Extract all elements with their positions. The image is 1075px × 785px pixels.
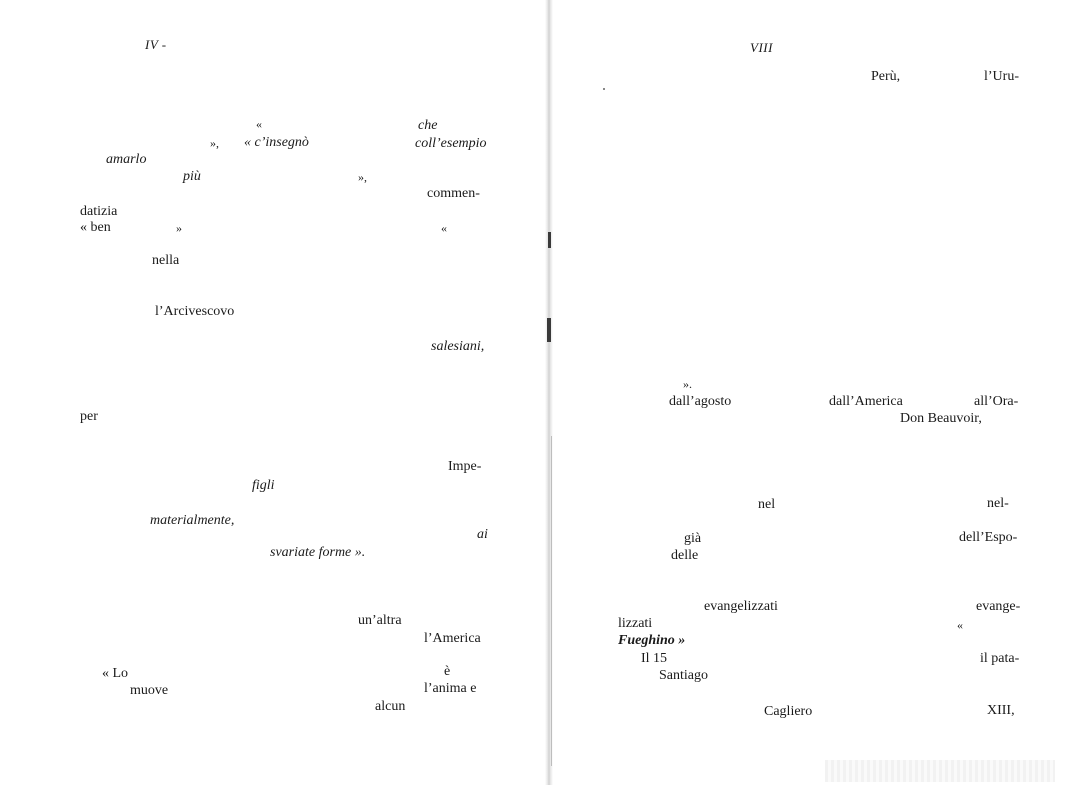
text-fragment: più — [183, 169, 201, 184]
text-fragment: » — [176, 221, 182, 235]
scan-mark — [551, 436, 552, 766]
text-fragment: l’anima e — [424, 681, 477, 696]
left-page: IV - « che », « c’insegnò coll’esempio a… — [80, 37, 488, 714]
text-fragment: l’Uru- — [984, 69, 1019, 84]
page-header: VIII — [750, 40, 773, 55]
text-fragment: Il 15 — [641, 651, 668, 666]
text-fragment: nella — [152, 253, 180, 268]
text-fragment: dell’Espo- — [959, 530, 1018, 545]
text-fragment: dall’America — [829, 394, 903, 409]
text-fragment: muove — [130, 683, 169, 698]
text-fragment: evangelizzati — [704, 599, 778, 614]
scan-mark — [547, 318, 551, 342]
text-fragment: », — [358, 170, 367, 184]
text-fragment: Don Beauvoir, — [900, 411, 982, 426]
text-fragment: figli — [252, 478, 275, 493]
text-fragment: Santiago — [659, 668, 708, 683]
text-fragment: Perù, — [871, 69, 901, 84]
text-fragment: ai — [477, 527, 488, 542]
text-fragment: dall’agosto — [669, 394, 732, 409]
text-fragment: delle — [671, 548, 699, 563]
text-fragment: », — [210, 136, 219, 150]
text-fragment: lizzati — [618, 616, 653, 631]
text-fragment: alcun — [375, 699, 406, 714]
text-fragment: « Lo — [102, 666, 129, 681]
scan-speck — [603, 88, 605, 90]
text-fragment: evange- — [976, 599, 1021, 614]
text-fragment: XIII, — [987, 703, 1015, 718]
text-fragment: « — [441, 221, 447, 235]
text-fragment: commen- — [427, 186, 480, 201]
text-fragment: datizia — [80, 204, 118, 219]
text-fragment: nel — [758, 497, 776, 512]
text-fragment: « — [256, 117, 262, 131]
text-fragment: salesiani, — [431, 339, 485, 354]
text-fragment: coll’esempio — [415, 136, 487, 151]
text-fragment: che — [418, 118, 438, 133]
text-fragment: è — [444, 664, 451, 679]
text-fragment: amarlo — [106, 152, 147, 167]
text-fragment: « ben — [80, 220, 111, 235]
page-header: IV - — [145, 37, 167, 52]
text-fragment: l’Arcivescovo — [155, 304, 235, 319]
text-fragment: materialmente, — [150, 513, 235, 528]
book-gutter — [545, 0, 553, 785]
right-page: VIII Perù, l’Uru- ». dall’agosto dall’Am… — [553, 0, 1075, 785]
text-fragment: un’altra — [358, 613, 402, 628]
text-fragment: ». — [683, 377, 692, 391]
text-fragment: Cagliero — [764, 704, 813, 719]
text-fragment: Impe- — [448, 459, 482, 474]
scan-smudge — [825, 760, 1055, 782]
text-fragment: « c’insegnò — [244, 135, 309, 150]
text-fragment: l’America — [424, 631, 481, 646]
text-fragment: per — [80, 409, 98, 424]
scan-mark — [548, 232, 551, 248]
text-fragment: Fueghino » — [618, 633, 686, 648]
text-fragment: all’Ora- — [974, 394, 1019, 409]
text-fragment: svariate forme ». — [270, 545, 366, 560]
text-fragment: « — [957, 618, 963, 632]
text-fragment: nel- — [987, 496, 1009, 511]
text-fragment: già — [684, 531, 702, 546]
text-fragment: il pata- — [980, 651, 1020, 666]
